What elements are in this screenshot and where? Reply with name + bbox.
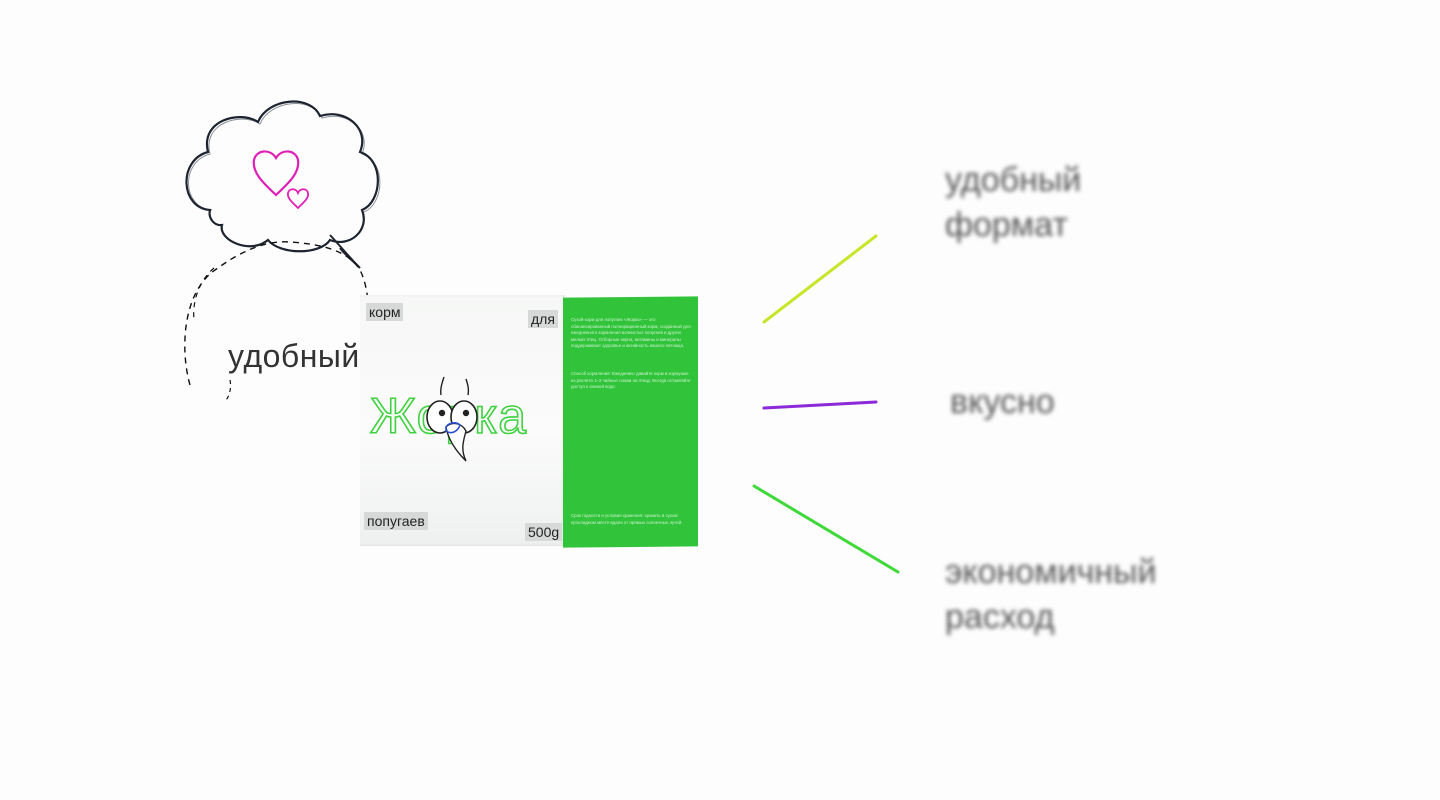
feature-label-taste: вкусно: [950, 383, 1055, 421]
brand-logo: Жорка: [369, 376, 527, 462]
feature-label-format: удобный формат: [945, 161, 1082, 244]
heart-icon: [252, 150, 300, 197]
small-heart-icon: [286, 188, 310, 210]
box-tag-popugaev: попугаев: [364, 512, 428, 530]
box-tag-korm: корм: [366, 303, 404, 321]
thought-bubble: [184, 100, 381, 401]
box-side-paragraph-2: Способ кормления: Ежедневно давайте корм…: [571, 371, 691, 389]
box-side-paragraph-3: Срок годности и условия хранения: хранит…: [571, 513, 683, 525]
connector-line-economy: [752, 484, 900, 574]
box-side-paragraph-1: Сухой корм для попугаев «Жорка» — это сб…: [571, 317, 691, 348]
connector-line-taste: [762, 400, 878, 410]
connector-lines: [752, 234, 900, 574]
connector-line-format: [762, 234, 878, 324]
dashed-bird-outline: [184, 241, 370, 386]
box-weight: 500g: [525, 523, 563, 541]
bubble-caption: удобный: [228, 338, 360, 374]
feature-label-economy: экономичный расход: [945, 553, 1157, 636]
box-tag-dlya: для: [528, 310, 558, 328]
cloud-outline: [185, 100, 379, 253]
product-box: корм для попугаев 500g Жорка Сухой корм …: [360, 295, 700, 550]
parrot-face-icon: [426, 376, 478, 462]
